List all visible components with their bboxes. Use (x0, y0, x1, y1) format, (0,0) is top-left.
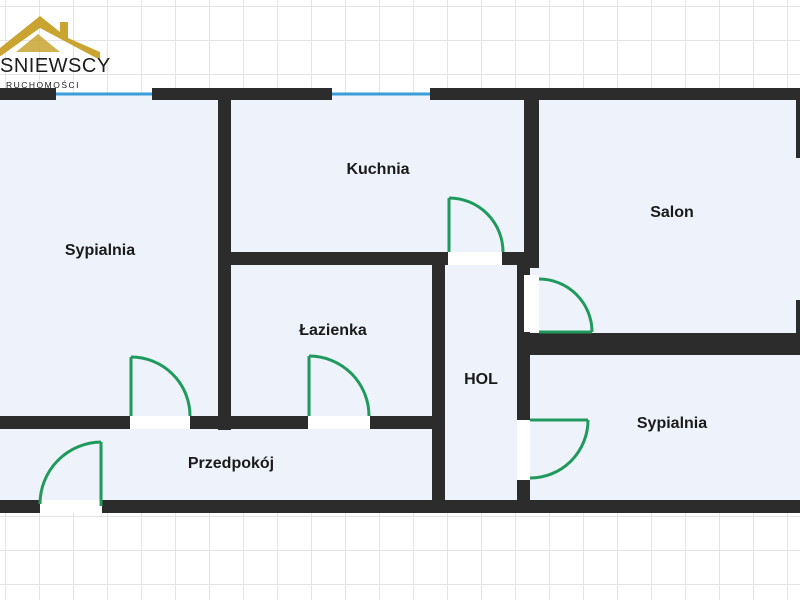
wall-top-2 (152, 88, 332, 100)
walls (0, 88, 800, 513)
wall-salon-bottom (530, 333, 800, 355)
floor-lazienka (222, 260, 438, 423)
logo-tagline: RUCHOMOŚCI (6, 80, 81, 90)
floor-przedpokoj (0, 423, 438, 506)
logo-name: SNIEWSCY (0, 55, 111, 77)
floor-sypialnia-2 (524, 342, 800, 506)
door-lazienka (307, 354, 371, 429)
wall-salon-right-2 (796, 300, 800, 350)
room-label-lazienka: Łazienka (299, 322, 367, 339)
room-label-sypialnia-1: Sypialnia (64, 242, 136, 259)
room-label-kuchnia: Kuchnia (346, 161, 410, 178)
floor-sypialnia-1 (0, 95, 222, 423)
room-label-salon: Salon (650, 204, 694, 221)
agency-logo: SNIEWSCY RUCHOMOŚCI (0, 0, 110, 100)
door-kitchen-hol (447, 196, 505, 265)
wall-salon-right-1 (796, 88, 800, 158)
door-salon-hol (524, 275, 594, 334)
door-sypialnia-2-hol (517, 418, 590, 480)
wall-kitchen-bottom-1 (218, 252, 448, 265)
wall-bottom-1 (0, 500, 40, 513)
wall-hol-right-2 (517, 330, 530, 420)
doors (38, 196, 594, 513)
floor-kuchnia (222, 95, 532, 260)
door-sypialnia-1 (129, 355, 192, 429)
wall-top-1 (0, 88, 56, 100)
room-label-sypialnia-2: Sypialnia (636, 415, 708, 432)
wall-kitchen-salon (524, 88, 539, 268)
wall-mid-2 (190, 416, 308, 429)
floor-areas (0, 95, 800, 506)
wall-mid-3 (370, 416, 445, 429)
house-roof-icon (0, 16, 100, 58)
wall-bath-hol (432, 252, 445, 507)
door-entrance (38, 440, 103, 513)
floor-hol (438, 260, 524, 506)
wall-bottom-2 (102, 500, 800, 513)
room-label-hol: HOL (464, 371, 498, 388)
wall-mid-1 (0, 416, 130, 429)
room-label-przedpokoj: Przedpokój (187, 455, 275, 472)
wall-top-3 (430, 88, 800, 100)
floor-salon (532, 95, 800, 342)
